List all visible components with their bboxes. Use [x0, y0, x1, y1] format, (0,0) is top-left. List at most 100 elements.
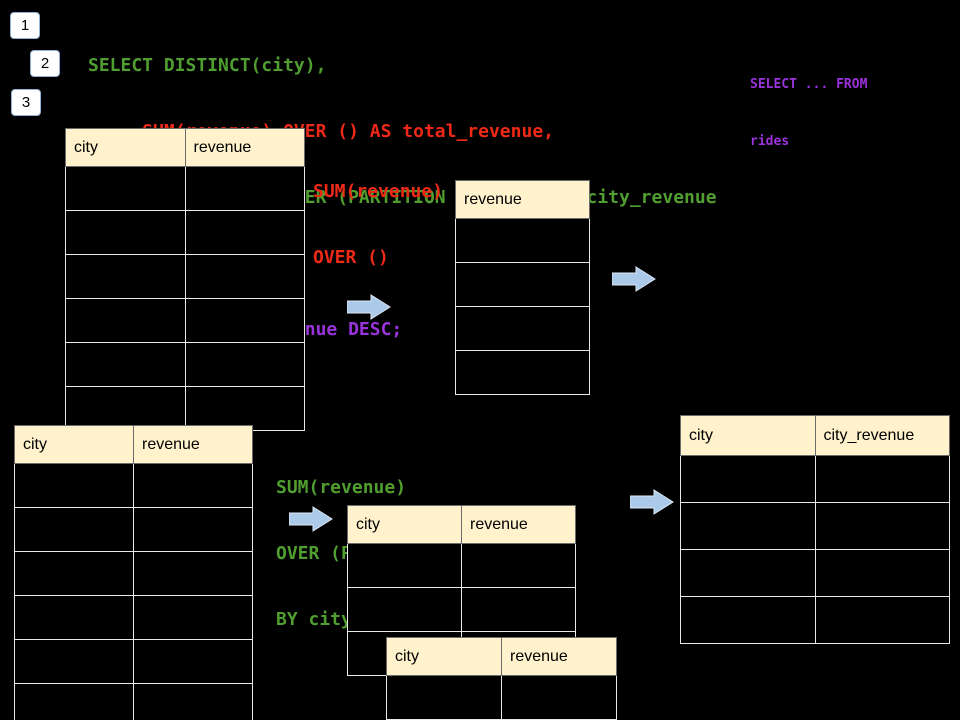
table-cell [133, 639, 253, 684]
table-cell [680, 549, 816, 597]
table-row [65, 254, 305, 299]
table-cell [133, 463, 253, 508]
arrow-right-icon [289, 506, 333, 532]
table-row [65, 298, 305, 343]
annotation-line: OVER () [313, 247, 389, 268]
column-header: city [65, 128, 186, 167]
table-cell [386, 675, 502, 720]
arrow-right-icon [612, 266, 656, 292]
table-row [14, 595, 253, 640]
step-badge-3: 3 [11, 89, 41, 116]
table-cell [455, 306, 590, 351]
table-cell [461, 543, 576, 588]
sql-side-note: SELECT ... FROM rides [750, 37, 867, 189]
table-cell [65, 298, 186, 343]
table-cell [814, 596, 950, 644]
step-badge-label: 1 [20, 17, 30, 34]
table-cell [184, 254, 305, 299]
arrow-right-icon [630, 489, 674, 515]
table-row [65, 166, 305, 211]
table-cell [133, 683, 253, 720]
table-cell [184, 342, 305, 387]
table-cell [65, 254, 186, 299]
table-cell [14, 507, 134, 552]
column-header: city [680, 415, 816, 456]
table-cell [455, 218, 590, 263]
table-cell [814, 502, 950, 550]
table-row [14, 639, 253, 684]
side-note-line: rides [750, 134, 790, 149]
table-cell [455, 350, 590, 395]
step-badge-1: 1 [10, 12, 40, 39]
column-header: revenue [461, 505, 576, 544]
table-cell [680, 455, 816, 503]
table-row [455, 350, 590, 395]
table-row [455, 306, 590, 351]
table-cell [184, 210, 305, 255]
step-badge-label: 2 [40, 55, 50, 72]
table-row [14, 551, 253, 596]
table-cell [133, 507, 253, 552]
table-row [680, 596, 950, 644]
table-cell [680, 502, 816, 550]
column-header: revenue [133, 425, 253, 464]
table-cell [133, 551, 253, 596]
table-cell [184, 386, 305, 431]
table-cell [65, 166, 186, 211]
table-row [65, 386, 305, 431]
table-cell [14, 463, 134, 508]
table-row [680, 549, 950, 597]
table-cell [347, 543, 462, 588]
table-cell [65, 386, 186, 431]
table-total-revenue: revenue [455, 180, 590, 395]
column-header: city_revenue [814, 415, 950, 456]
table-row [347, 543, 576, 588]
step-badge-label: 3 [21, 94, 31, 111]
table-cell [347, 587, 462, 632]
annotation-total-revenue: SUM(revenue) OVER () [313, 137, 443, 313]
table-cell [133, 595, 253, 640]
table-row [680, 455, 950, 503]
table-cell [680, 596, 816, 644]
table-row [65, 210, 305, 255]
column-header: city [14, 425, 134, 464]
annotation-line: SUM(revenue) [313, 181, 444, 202]
table-cell [184, 298, 305, 343]
table-cell [461, 587, 576, 632]
table-cell [501, 675, 617, 720]
column-header: revenue [184, 128, 305, 167]
table-cell [14, 639, 134, 684]
side-note-line: SELECT ... FROM [750, 77, 868, 92]
data-table: revenue [455, 180, 590, 395]
column-header: city [386, 637, 502, 676]
arrow-right-icon [347, 294, 391, 320]
table-row [347, 587, 576, 632]
step-badge-2: 2 [30, 50, 60, 77]
table-cell [14, 683, 134, 720]
table-cell [184, 166, 305, 211]
table-cell [814, 549, 950, 597]
table-row [455, 262, 590, 307]
table-cell [14, 551, 134, 596]
column-header: revenue [501, 637, 617, 676]
table-cell [455, 262, 590, 307]
table-row [14, 507, 253, 552]
table-row [65, 342, 305, 387]
table-header-row: revenue [455, 180, 590, 219]
column-header: city [347, 505, 462, 544]
table-cell [14, 595, 134, 640]
table-row [386, 675, 617, 720]
